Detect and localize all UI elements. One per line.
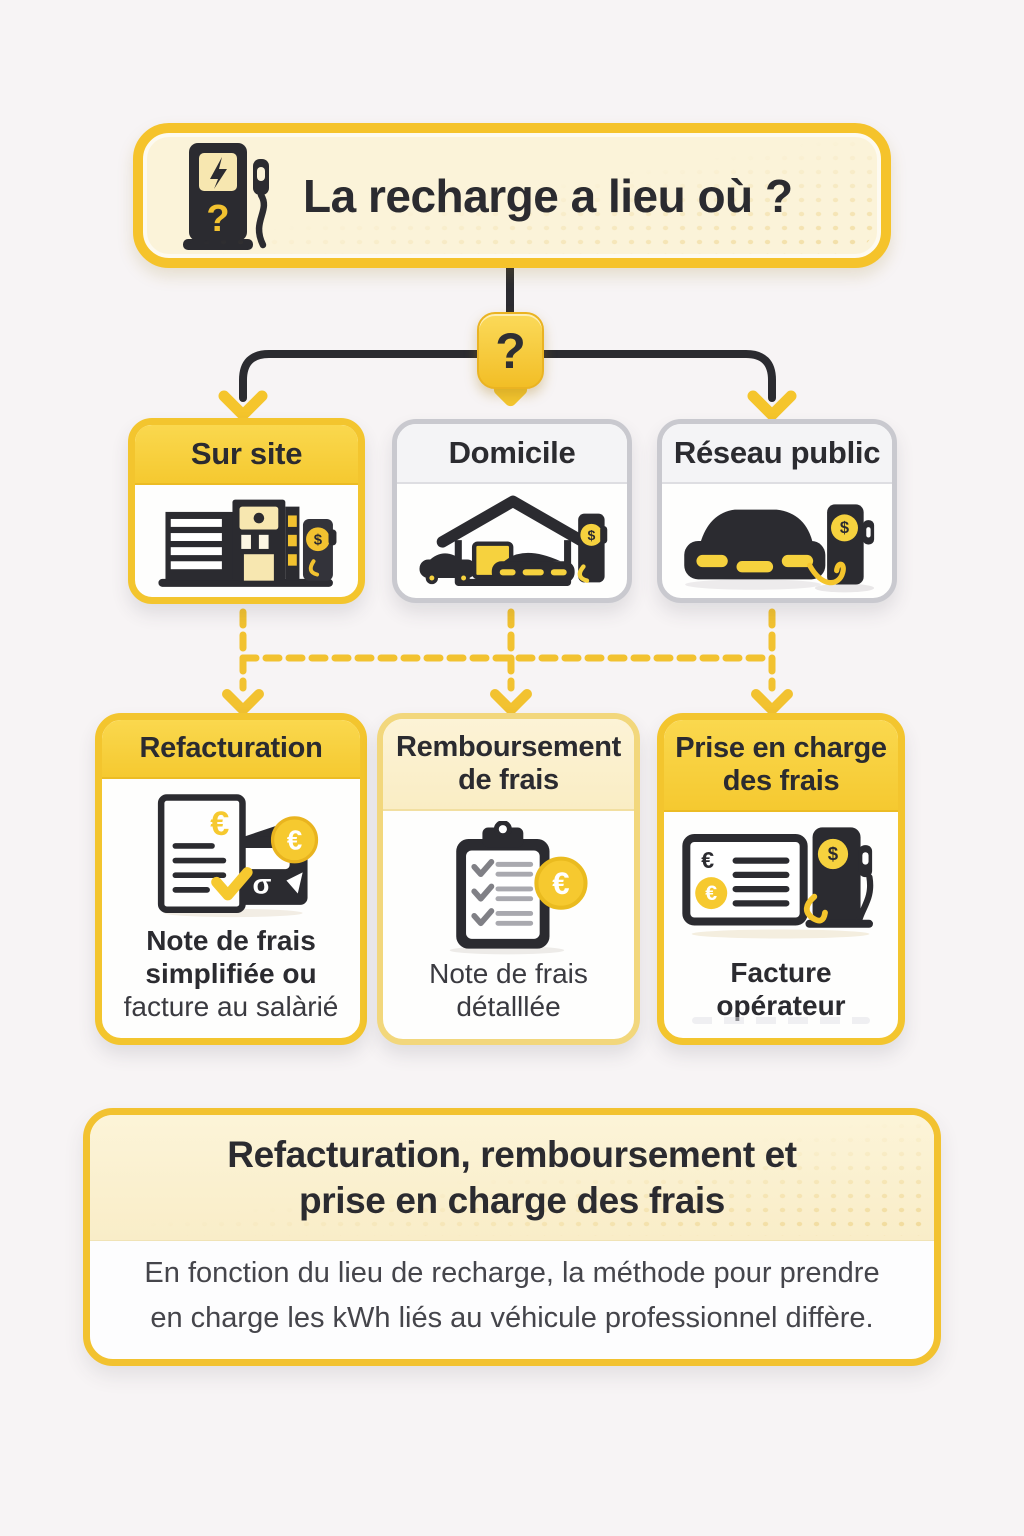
car-public-charger-icon: $ — [684, 504, 875, 593]
location-title: Domicile — [397, 424, 627, 484]
ev-charger-question-icon: ? — [183, 142, 269, 250]
method-description: Note de frais détalllée — [429, 957, 588, 1022]
operator-invoice-charger-icon: € € $ — [682, 826, 874, 938]
location-card-domicile: Domicile $ — [392, 419, 632, 603]
summary-box: Refacturation, remboursement et prise en… — [83, 1108, 941, 1366]
svg-text:€: € — [701, 847, 714, 873]
office-building-charger-icon: $ — [157, 499, 336, 587]
method-card-refacturation: Refacturation σ € € — [95, 713, 367, 1045]
svg-text:€: € — [552, 865, 569, 900]
method-card-remboursement: Remboursement de frais — [377, 713, 640, 1045]
svg-text:$: $ — [313, 532, 322, 549]
svg-text:€: € — [705, 881, 717, 905]
location-title: Sur site — [135, 425, 358, 485]
svg-text:σ: σ — [252, 868, 271, 899]
dotted-texture-decoration — [692, 1017, 870, 1024]
svg-text:?: ? — [206, 198, 229, 240]
location-card-reseau-public: Réseau public $ — [657, 419, 897, 603]
svg-text:$: $ — [840, 518, 849, 537]
method-title: Prise en charge des frais — [664, 720, 898, 812]
method-card-prise-en-charge: Prise en charge des frais € € $ — [657, 713, 905, 1045]
summary-title: Refacturation, remboursement et prise en… — [227, 1134, 797, 1222]
location-card-sur-site: Sur site — [128, 418, 365, 604]
method-description: Facture opérateur — [716, 956, 846, 1021]
question-mark-badge: ? — [477, 312, 544, 389]
svg-text:$: $ — [828, 843, 839, 864]
location-title: Réseau public — [662, 424, 892, 484]
svg-text:$: $ — [587, 527, 595, 543]
home-charger-icon: $ — [419, 495, 607, 586]
method-title: Remboursement de frais — [383, 719, 634, 811]
invoice-wallet-euro-icon: σ € € — [157, 794, 318, 917]
question-mark: ? — [495, 322, 526, 379]
svg-text:€: € — [286, 824, 301, 855]
svg-text:€: € — [210, 805, 229, 843]
page-title: La recharge a lieu où ? — [303, 169, 793, 222]
method-title: Refacturation — [102, 720, 360, 779]
summary-text: En fonction du lieu de recharge, la méth… — [144, 1256, 880, 1334]
header-box: ? La recharge a lieu où ? — [133, 123, 891, 268]
summary-header: Refacturation, remboursement et prise en… — [90, 1115, 934, 1241]
clipboard-checklist-euro-icon: € — [449, 820, 588, 954]
method-description: Note de frais simplifiée ou facture au s… — [123, 924, 339, 1022]
